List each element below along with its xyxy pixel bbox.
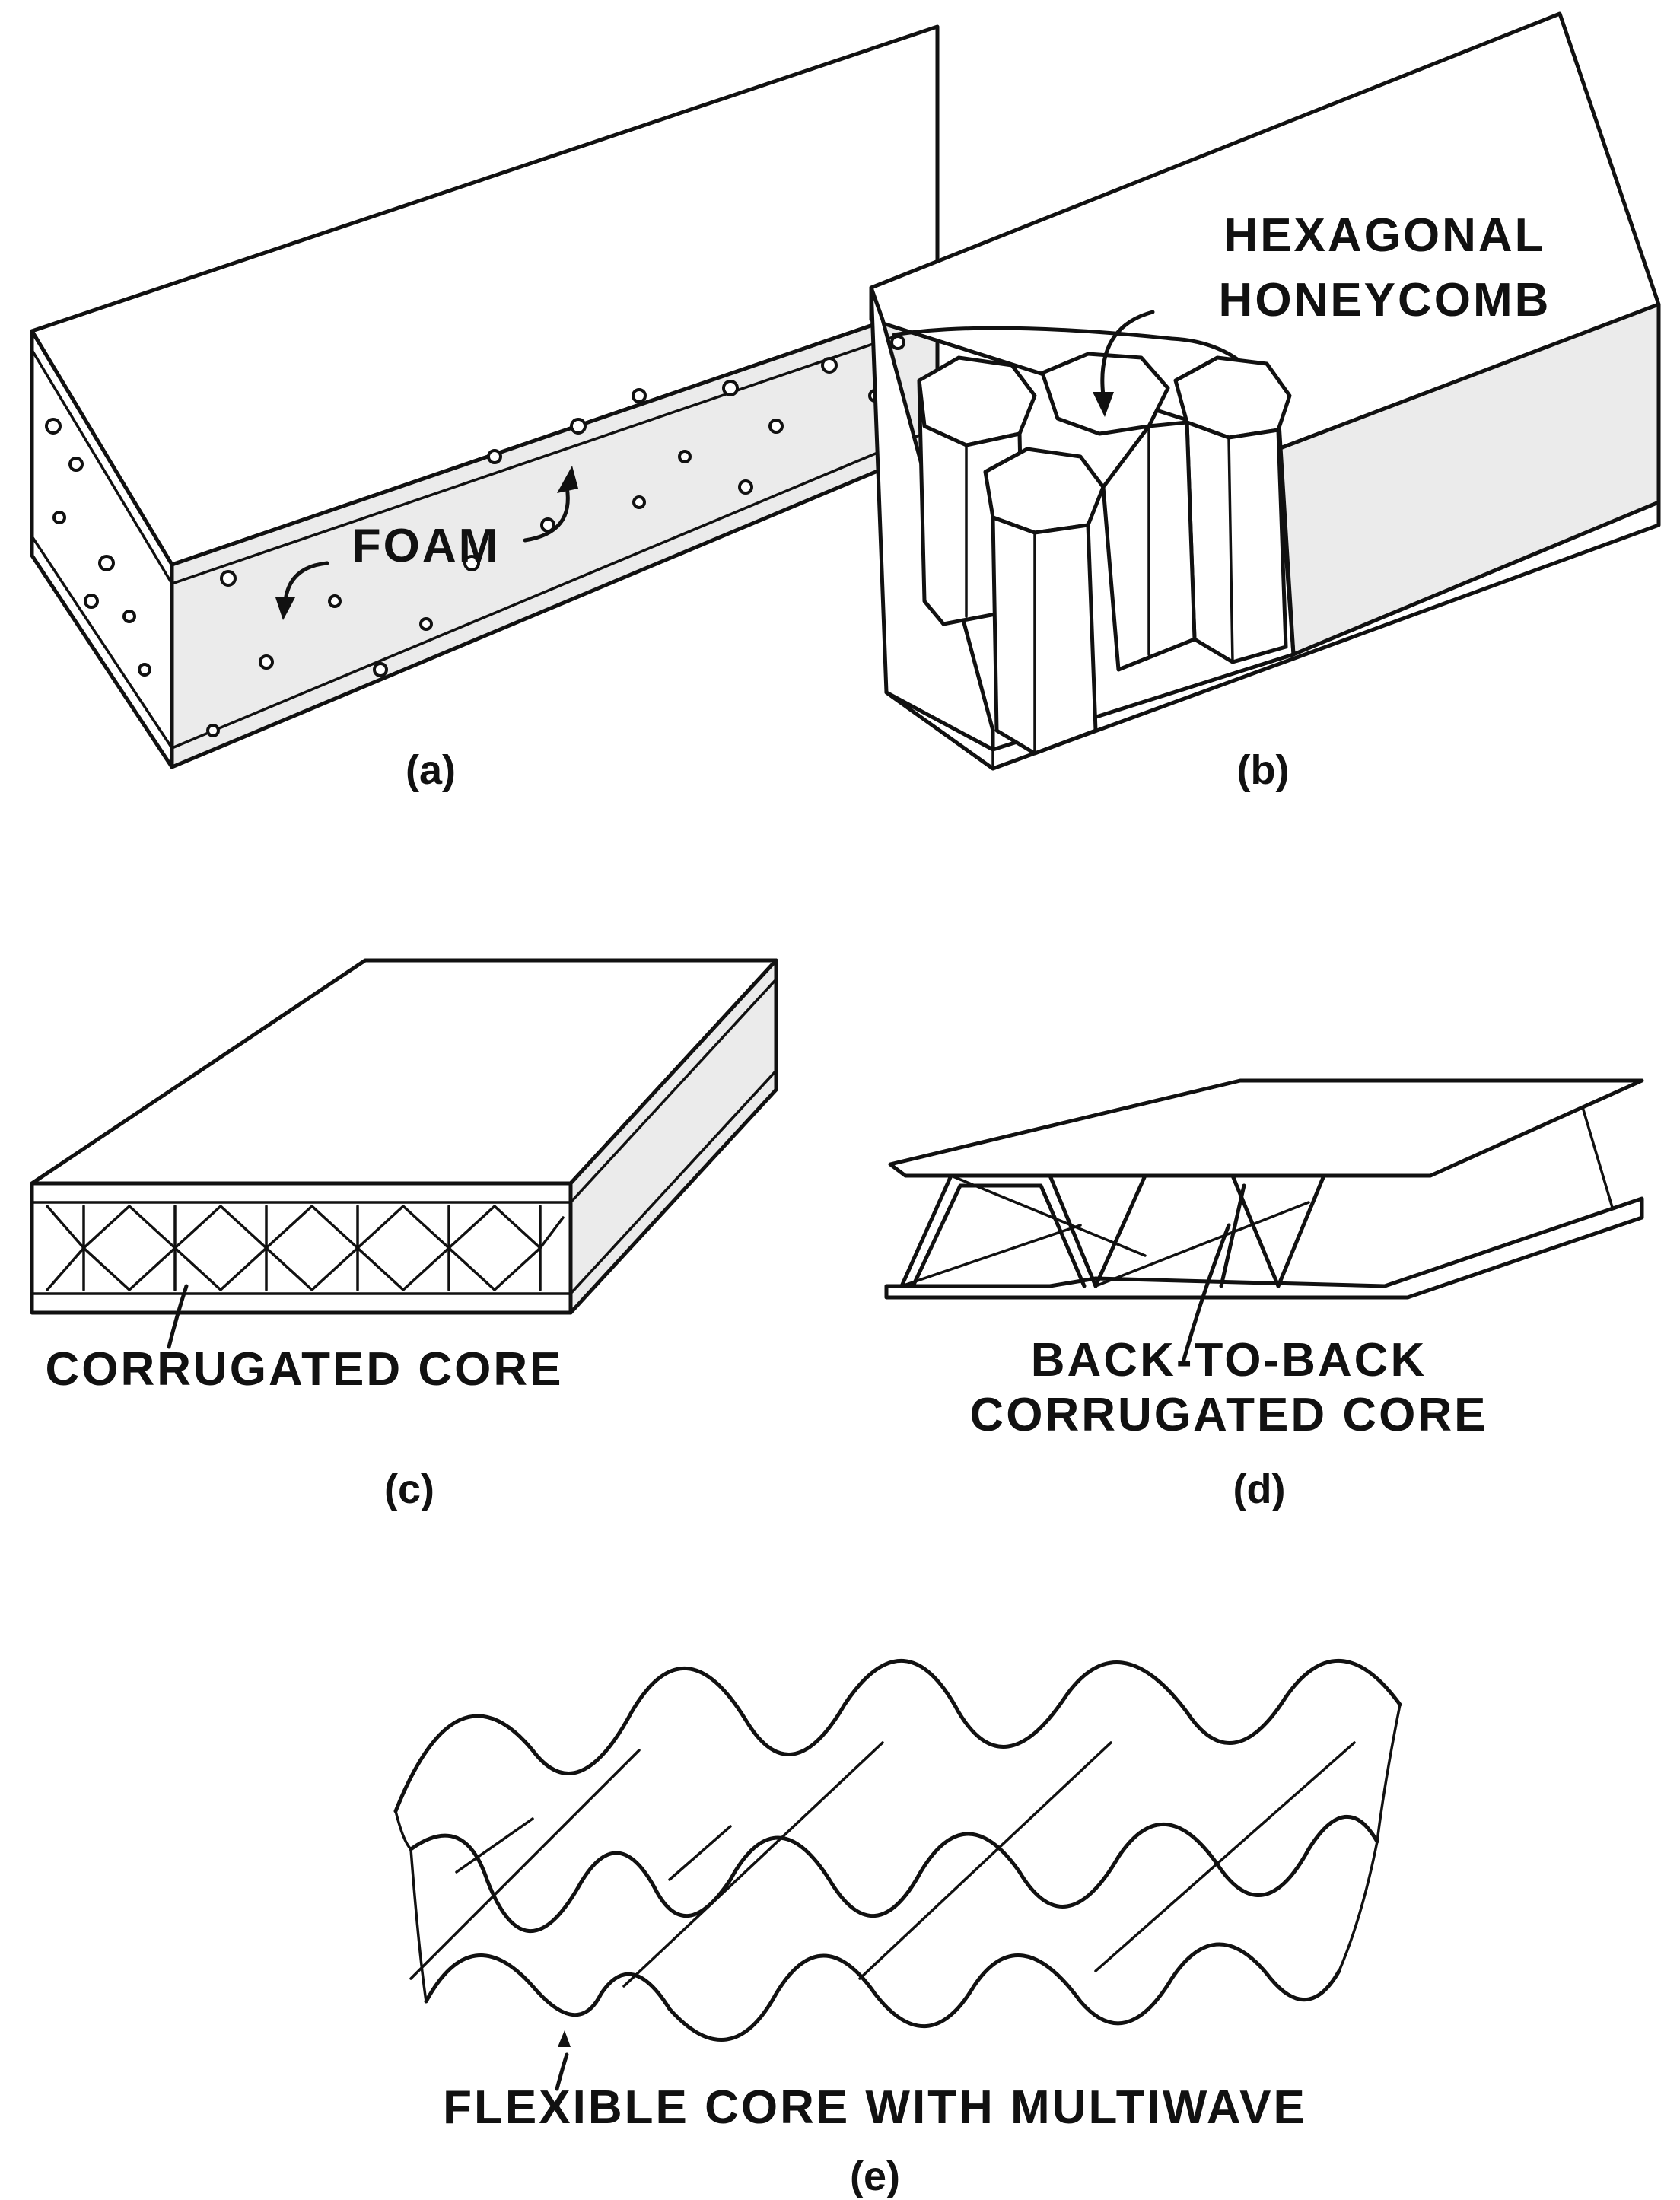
back-to-back-label-line2: CORRUGATED CORE — [969, 1389, 1488, 1441]
honeycomb-arrow — [1100, 310, 1155, 398]
corrugation-pattern — [46, 1205, 565, 1291]
caption-c: (c) — [384, 1466, 434, 1512]
foam-arrow-left — [283, 561, 329, 603]
multiwave-arrow — [555, 2052, 569, 2091]
panel-c-corrugated-core: CORRUGATED CORE (c) — [30, 958, 778, 1512]
honeycomb-label-line2: HONEYCOMB — [1219, 274, 1551, 326]
foam-bubbles — [45, 335, 905, 737]
foam-arrow-right — [523, 485, 570, 543]
back-to-back-corrugations — [899, 1173, 1402, 1288]
caption-e: (e) — [850, 2154, 900, 2199]
panel-d-back-to-back-corrugated: BACK-TO-BACK CORRUGATED CORE (d) — [884, 1078, 1644, 1512]
caption-d: (d) — [1233, 1466, 1286, 1512]
caption-b: (b) — [1237, 747, 1290, 793]
panel-b-hexagonal-honeycomb: HEXAGONAL HONEYCOMB (b) — [869, 11, 1661, 793]
back-to-back-label-line1: BACK-TO-BACK — [1031, 1334, 1427, 1387]
corrugated-arrow — [167, 1284, 189, 1349]
multiwave-label: FLEXIBLE CORE WITH MULTIWAVE — [443, 2081, 1307, 2134]
corrugated-label: CORRUGATED CORE — [45, 1343, 563, 1396]
panel-a-foam-core: FOAM (a) — [30, 24, 940, 793]
honeycomb-cells — [917, 352, 1292, 756]
honeycomb-label-line1: HEXAGONAL — [1223, 209, 1545, 262]
back-to-back-arrow — [1181, 1223, 1231, 1364]
panel-e-flexible-multiwave: FLEXIBLE CORE WITH MULTIWAVE (e) — [393, 1658, 1402, 2199]
foam-label: FOAM — [352, 520, 501, 572]
caption-a: (a) — [406, 747, 456, 793]
